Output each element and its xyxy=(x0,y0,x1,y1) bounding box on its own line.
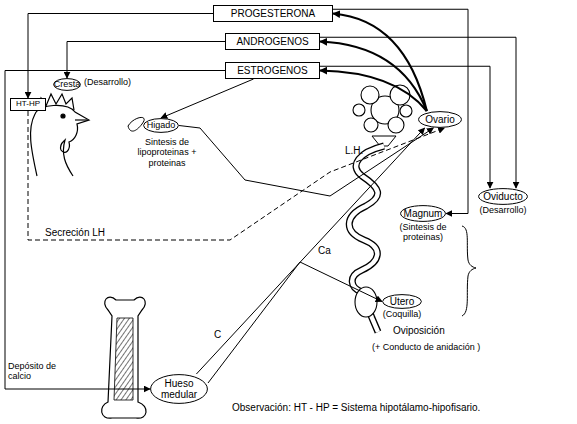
connector-arrow xyxy=(5,71,225,390)
oval-outline xyxy=(383,295,422,309)
follicle xyxy=(400,105,412,117)
organ-oval: Oviducto(Desarrollo) xyxy=(478,188,528,205)
liver-drawing xyxy=(128,117,144,131)
connector-arrow xyxy=(67,42,225,79)
oviduct-lumen xyxy=(349,146,384,332)
organ-oval: Hueso medular xyxy=(150,374,208,404)
follicle xyxy=(364,118,378,132)
connector-arrow xyxy=(179,126,433,197)
organ-oval: Ovario xyxy=(418,111,462,128)
node-label: Ovario xyxy=(425,114,454,125)
oval-outline xyxy=(419,112,462,128)
footnote: Observación: HT - HP = Sistema hipotálam… xyxy=(232,402,572,414)
process-note: Oviposición xyxy=(393,325,483,337)
process-note: Sintesis de lipoproteinas + proteinas xyxy=(126,137,208,168)
node-note: (Desarrollo) xyxy=(84,78,131,88)
edge-label: L.H. xyxy=(345,146,363,156)
organ-oval: Higado xyxy=(143,118,179,133)
uterus-drawing xyxy=(355,287,377,317)
organ-oval: Cresta(Desarrollo) xyxy=(53,78,81,91)
node-label: Cresta xyxy=(54,80,81,90)
connector-arrow xyxy=(161,79,254,118)
node-label: ESTROGENOS xyxy=(237,65,308,76)
oviduct-drawing xyxy=(349,136,476,332)
hormone-arrow xyxy=(320,71,427,112)
node-label: Oviducto xyxy=(483,191,522,202)
signal-label: Secreción LH xyxy=(45,227,135,239)
oval-outline xyxy=(401,206,446,222)
beak-line xyxy=(75,119,87,120)
node-note: (Desarrollo) xyxy=(468,206,538,216)
organ-oval: Magnum(Sintesis de proteinas) xyxy=(400,205,446,222)
connector-arrow xyxy=(28,14,213,99)
medullary-bone xyxy=(114,318,133,400)
organ-oval: Utero(Coquilla) xyxy=(382,294,422,309)
edge-label: C xyxy=(214,330,221,340)
oval-outline xyxy=(151,375,208,404)
follicle xyxy=(353,104,365,116)
connector-arrow xyxy=(320,37,516,188)
hormone-box: PROGESTERONA xyxy=(213,5,333,22)
oval-outline xyxy=(479,189,528,205)
ovary-drawing xyxy=(353,85,412,133)
connector-arrow xyxy=(208,262,382,383)
bone-outline xyxy=(102,297,146,418)
hormone-arrow xyxy=(320,42,427,112)
hormone-box: ESTROGENOS xyxy=(225,62,320,79)
node-label: Magnum xyxy=(404,208,443,219)
node-label: Hueso medular xyxy=(150,378,208,400)
process-note: (+ Conducto de anidación ) xyxy=(372,342,522,352)
bone-drawing xyxy=(102,297,146,418)
system-box: HT-HP xyxy=(10,98,46,111)
head-outline xyxy=(31,105,89,176)
infundibulum xyxy=(372,136,396,146)
edge-label: Ca xyxy=(318,246,331,256)
brace xyxy=(462,226,476,316)
node-label: ANDROGENOS xyxy=(236,36,308,47)
node-note: (Sintesis de proteinas) xyxy=(381,223,465,243)
oval-outline xyxy=(144,119,179,133)
connector-arrow xyxy=(196,128,424,374)
oval-outline xyxy=(54,79,81,91)
eye xyxy=(61,114,65,118)
oviduct-tube xyxy=(349,146,384,332)
process-note: Depósito de calcio xyxy=(8,361,60,382)
node-label: PROGESTERONA xyxy=(231,8,315,19)
node-label: Higado xyxy=(147,121,176,131)
connector-arrow xyxy=(333,9,468,213)
connector-arrow xyxy=(320,66,490,188)
node-label: HT-HP xyxy=(16,100,40,109)
follicle xyxy=(388,117,404,133)
follicle xyxy=(361,86,379,104)
node-note: (Coquilla) xyxy=(372,310,432,320)
node-label: Utero xyxy=(390,296,414,307)
hormone-box: ANDROGENOS xyxy=(225,33,320,50)
signal-arrow xyxy=(28,111,444,240)
liver-outline xyxy=(128,117,144,131)
